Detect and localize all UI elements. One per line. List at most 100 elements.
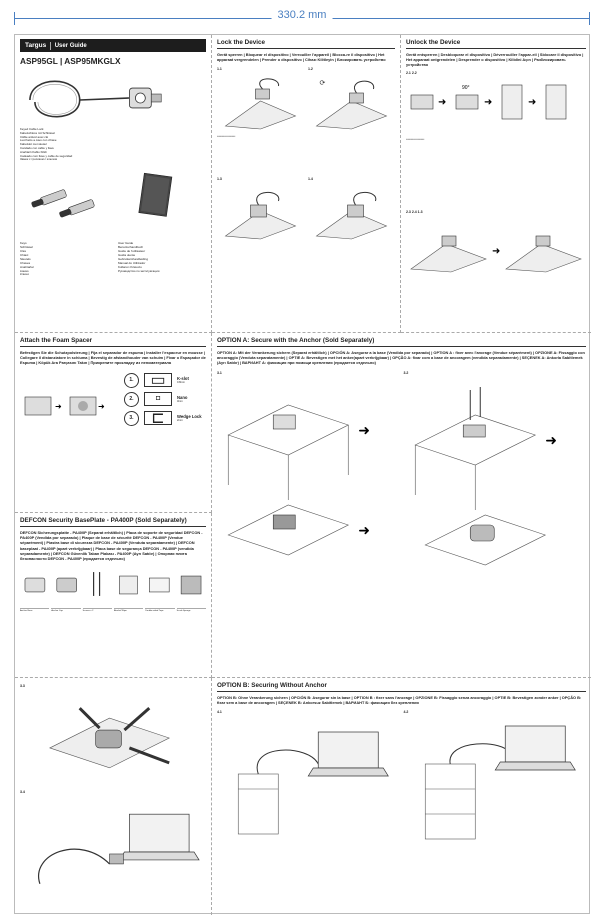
lock-step-illustration: ⟳	[315, 80, 388, 130]
option-a-steps: 3.1 ➜ ➜ 3.2	[217, 369, 586, 575]
lang-line: Lucchetto a cavo con chiave	[20, 138, 57, 143]
cover-panel: Targus User Guide ASP95GL | ASP95MKGLX K…	[15, 35, 212, 333]
cable-lock-illustration	[29, 80, 162, 118]
option-b-title: OPTION B: Securing Without Anchor	[217, 682, 586, 692]
svg-text:➜: ➜	[492, 246, 500, 257]
step-number: 1.4	[308, 177, 313, 182]
option-a-title: OPTION A: Secure with the Anchor (Sold S…	[217, 337, 586, 347]
svg-text:⟳: ⟳	[320, 80, 326, 87]
lang-line: Candado con cable y llave	[20, 145, 54, 150]
svg-text:➜: ➜	[438, 97, 446, 108]
option-a-panel: OPTION A: Secure with the Anchor (Sold S…	[212, 333, 591, 678]
option-b-panel: OPTION B: Securing Without Anchor OPTION…	[212, 678, 591, 915]
dimension-ruler: 330.2 mm	[0, 0, 604, 34]
part-label: Double-sided Tape	[145, 608, 175, 613]
slot-shape-icon: ▭	[144, 372, 172, 389]
lang-line: Gebruikershandleiding	[118, 256, 149, 261]
slot-measure: 3mm	[177, 400, 183, 404]
guide-languages: User Guide Benutzerhandbuch Guide de l'u…	[118, 241, 206, 277]
step-number: 3.2	[403, 370, 409, 375]
svg-text:➜: ➜	[358, 422, 370, 438]
lang-line: Cadeado com llave y cable de seguridad	[20, 153, 73, 158]
lang-line: Sleutels	[20, 256, 31, 261]
option-a-continued-panel: 3.3 3.4	[15, 678, 212, 915]
cable-lock-languages: Keyed Cable Lock Kabelschloss mit Schlüs…	[20, 127, 206, 162]
step-block: 1.1	[217, 65, 304, 131]
svg-text:90°: 90°	[462, 85, 470, 91]
anchor-cable-illustration	[49, 707, 170, 769]
slot-name: Nano	[177, 395, 188, 401]
lang-line: Ключи	[20, 272, 29, 277]
step-number: 4.1	[217, 710, 222, 715]
lang-line: Anahtarlı Kablo Kilidi	[20, 149, 47, 154]
lang-line: Kullanıcı Kılavuzu	[118, 264, 142, 269]
slot-kslot: 1. ▭ K-slot 0.8mm	[124, 372, 202, 389]
step-block: 1.2 ⟳	[308, 65, 395, 131]
part-label: Screws x 2	[82, 608, 112, 613]
lock-step-illustration	[315, 192, 388, 240]
step-number: 4.2	[403, 710, 409, 715]
baseplate-title: DEFCON Security BasePlate - PA400P (Sold…	[20, 517, 206, 527]
slot-name: K-slot	[177, 376, 189, 382]
anchor-laptop-illustration	[38, 813, 200, 885]
step-block: 1.3	[217, 175, 304, 241]
step-number: 2.3 2.4 1.3	[406, 209, 423, 214]
unlock-title: Unlock the Device	[406, 39, 586, 49]
option-b-steps: 4.1 4.2	[217, 708, 586, 844]
ruler-tick-right	[589, 12, 590, 25]
option-b-subtitle: OPTION B: Ohne Verankerung sichern | OPC…	[217, 695, 582, 706]
step-number: 1.1	[217, 67, 222, 72]
slot-wedge: 3. ⊏ Wedge Lock 2mm	[124, 410, 202, 427]
slot-nano: 2. ▫ Nano 3mm	[124, 390, 202, 407]
unlock-step-illustration: ➜ 90° ➜ ➜	[410, 84, 567, 119]
lang-line: Chaves	[20, 260, 31, 265]
step-block: 3.1 ➜ ➜	[217, 369, 400, 575]
step-number: 3.4	[20, 790, 25, 794]
lock-subtitle: Gerät sperren | Bloquear el dispositivo …	[217, 52, 386, 63]
svg-text:➜: ➜	[358, 522, 370, 538]
unlock-step-illustration: ➜	[410, 235, 582, 272]
svg-text:➜: ➜	[545, 432, 557, 448]
svg-text:➜: ➜	[98, 402, 105, 411]
step-number: 1.3	[217, 177, 222, 182]
slot-measure: 2mm	[177, 419, 183, 423]
slot-number: 1.	[124, 372, 139, 388]
lock-steps-top: 1.1 1.2 ⟳	[217, 65, 395, 131]
slot-measure: 0.8mm	[177, 381, 185, 385]
lang-line: Keyed Cable Lock	[20, 127, 44, 131]
part-label: Anchor Base	[20, 608, 50, 613]
baseplate-panel: DEFCON Security BasePlate - PA400P (Sold…	[15, 513, 212, 678]
option-a-subtitle: OPTION A: Mit der Verankerung sichern (S…	[217, 350, 585, 366]
lock-steps-bottom: 1.3 1.4	[217, 175, 395, 241]
lang-line: Kabelslot met sleutel	[20, 142, 47, 147]
unlock-instructions-text: ▪▪▪▪▪▪▪▪▪▪▪▪▪▪▪▪▪▪▪▪	[406, 137, 425, 141]
step-block: 3.2 ➜	[404, 369, 587, 575]
svg-text:➜: ➜	[484, 97, 492, 108]
slot-number: 3.	[124, 410, 139, 426]
lock-step-illustration	[224, 192, 297, 240]
baseplate-subtitle: DEFCON Sicherungsplatte - PA400P (Separa…	[20, 530, 203, 562]
foam-title: Attach the Foam Spacer	[20, 337, 206, 347]
step-block: 1.4	[308, 175, 395, 241]
keys-and-guide-illustration	[31, 172, 173, 218]
anchor-step-illustration: ➜ ➜	[227, 404, 370, 555]
lang-line: Câble antivol avec clé	[20, 134, 49, 139]
lang-line: Keys	[20, 241, 27, 246]
lang-line: Chiavi	[20, 252, 29, 257]
foam-subtitle: Befestigen Sie die Schutzpolsterung | Fi…	[20, 350, 206, 366]
dimension-label: 330.2 mm	[271, 9, 333, 21]
lang-line: Clés	[20, 248, 27, 253]
step-block: 4.1	[217, 708, 400, 844]
svg-text:➜: ➜	[528, 97, 536, 108]
brand-separator	[50, 41, 51, 50]
foam-spacer-panel: Attach the Foam Spacer Befestigen Sie di…	[15, 333, 212, 513]
svg-text:➜: ➜	[55, 402, 62, 411]
lang-line: Manual do Utilizador	[118, 260, 146, 265]
step-block: 4.2	[404, 708, 587, 844]
lock-instructions-text: ▪▪▪▪▪▪▪▪▪▪▪▪▪▪▪▪▪▪▪▪	[217, 135, 236, 139]
slot-info: Nano 3mm	[177, 395, 187, 403]
brand-bar: Targus User Guide	[20, 39, 206, 52]
lang-line: Kabelschloss mit Schlüssel	[20, 130, 55, 135]
slot-shape-icon: ⊏	[144, 410, 172, 427]
anchor-step-illustration: ➜	[413, 386, 557, 565]
